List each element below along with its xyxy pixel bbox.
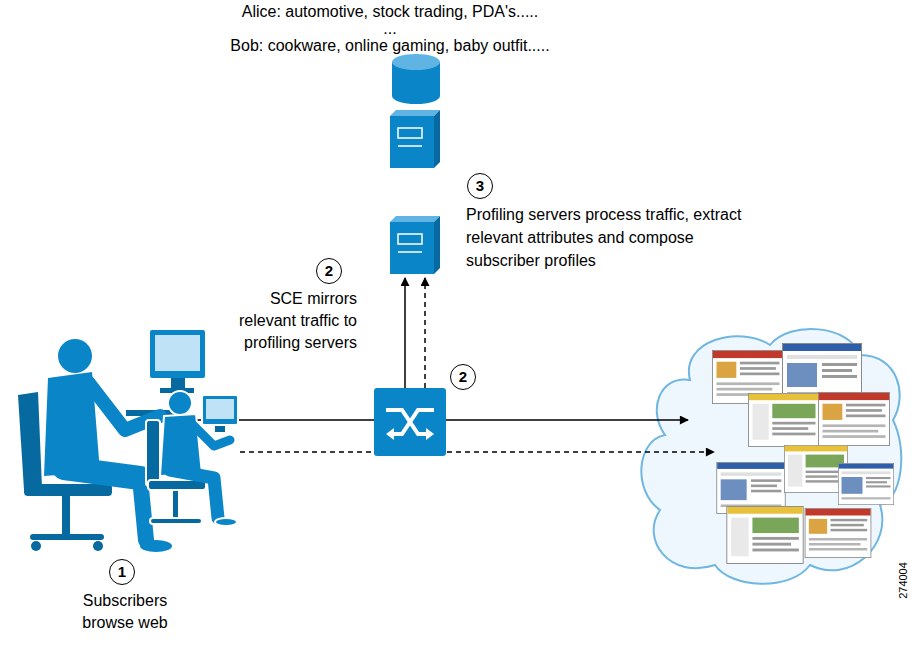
server-icon: [398, 234, 422, 244]
profile-entry: Bob: cookware, online gaming, baby outfi…: [230, 37, 549, 55]
mirror-arrow: [405, 278, 425, 388]
web-cloud: [805, 508, 871, 557]
subscriber-man: [24, 484, 112, 496]
profile-ellipsis: ...: [383, 20, 396, 38]
subscriber-woman: [215, 518, 237, 526]
mirror-arrow: [424, 278, 426, 388]
step-description: Subscribers browse web: [66, 590, 184, 634]
server-icon: [390, 116, 434, 168]
web-cloud: [838, 463, 893, 504]
server-icon: [398, 145, 422, 147]
subscriber-man: [140, 540, 172, 552]
database-icon: [392, 54, 440, 70]
server-icon: [434, 216, 440, 274]
callout-number: 2: [325, 263, 333, 279]
sce-switch-icon: [426, 428, 434, 440]
server-icon: [390, 216, 440, 222]
callout-number: 1: [118, 564, 126, 580]
web-cloud: [818, 392, 889, 445]
database-icon: [392, 54, 440, 104]
subscriber-man: [58, 339, 92, 373]
subscriber-woman: [206, 399, 234, 419]
server-icon: [434, 110, 440, 168]
subscriber-woman: [146, 391, 238, 526]
subscriber-man: [18, 392, 42, 490]
subscriber-woman: [168, 391, 192, 415]
server-icon: [390, 216, 440, 274]
server-icon: [390, 110, 440, 116]
subscriber-man: [140, 478, 146, 540]
subscriber-man: [18, 330, 205, 552]
web-cloud: [641, 329, 901, 584]
subscriber-man: [171, 378, 185, 388]
subscriber-man: [30, 534, 104, 540]
web-cloud: [727, 506, 803, 563]
callout-number: 2: [459, 369, 467, 385]
server-icon: [390, 110, 440, 168]
server-icon: [398, 251, 422, 253]
subscriber-woman: [192, 424, 230, 446]
sce-switch-icon: [386, 428, 394, 440]
subscriber-man: [93, 541, 103, 551]
step-description: SCE mirrors relevant traffic to profilin…: [227, 288, 357, 354]
subscriber-woman: [150, 518, 202, 524]
web-cloud: [641, 329, 901, 584]
callout-circle: 2: [450, 364, 476, 390]
subscriber-woman: [172, 490, 179, 518]
subscriber-man: [64, 468, 140, 478]
subscriber-man: [62, 496, 70, 534]
callout-circle: 3: [467, 173, 493, 199]
subscriber-man: [150, 330, 205, 378]
callout-number: 3: [476, 178, 484, 194]
subscriber-woman: [146, 420, 160, 486]
callout-circle: 1: [109, 559, 135, 585]
subscriber-woman: [214, 425, 226, 433]
subscriber-man: [155, 335, 200, 371]
sce-switch-icon: [374, 388, 446, 456]
subscriber-woman: [170, 470, 218, 518]
server-icon: [390, 222, 434, 274]
mirror-arrow: [404, 278, 406, 388]
sce-switch-icon: [390, 410, 434, 434]
callout-circle: 2: [316, 258, 342, 284]
sce-switch-icon: [374, 388, 446, 456]
figure-number: 274004: [897, 562, 910, 599]
traffic-line: [240, 451, 714, 453]
subscriber-woman: [202, 395, 238, 425]
subscriber-man: [31, 541, 41, 551]
web-cloud: [717, 462, 785, 513]
profile-entry: Alice: automotive, stock trading, PDA's.…: [242, 3, 539, 21]
server-icon: [398, 128, 422, 138]
traffic-line: [182, 420, 714, 452]
web-cloud: [748, 393, 819, 446]
step-description: Profiling servers process traffic, extra…: [466, 203, 751, 272]
